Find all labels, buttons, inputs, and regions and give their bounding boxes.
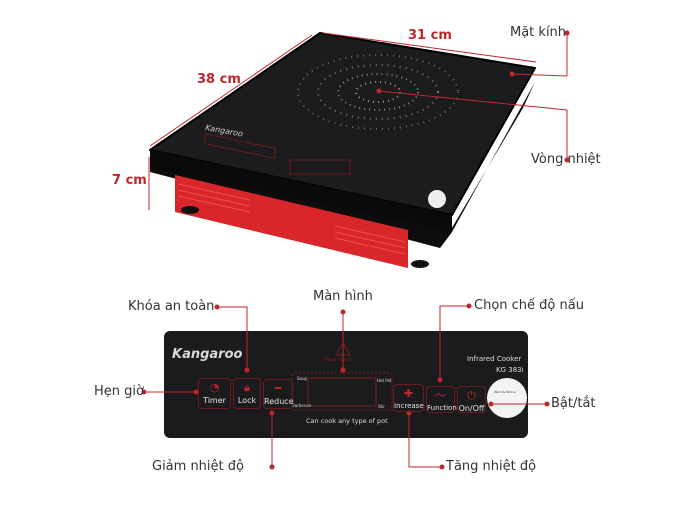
mode-hotpot: Hot Pot <box>377 378 392 383</box>
pot-caption: Can cook any type of pot <box>306 417 388 425</box>
timer-button[interactable]: ◔Timer <box>198 378 231 409</box>
reduce-button[interactable]: ━Reduce <box>263 379 294 409</box>
cooker-3d: Kangaroo <box>149 32 536 268</box>
onoff-button[interactable]: ⏻On/Off <box>457 386 486 413</box>
brand-logo: Kangaroo <box>172 347 243 362</box>
width-dimension: 31 cm <box>408 28 452 43</box>
callout-increase-temp: Tăng nhiệt độ <box>446 459 537 474</box>
lock-button[interactable]: 🔒︎Lock <box>233 378 261 409</box>
drawer <box>175 175 408 268</box>
callout-display: Màn hình <box>313 289 373 304</box>
model-line1: Infrared Cooker <box>467 355 522 363</box>
plus-icon: ✚ <box>403 387 414 400</box>
sticker-text: Warmly Notice <box>494 390 516 394</box>
callout-safety-lock: Khóa an toàn <box>128 299 215 314</box>
height-dimension: 7 cm <box>112 173 147 188</box>
callout-timer: Hẹn giờ <box>94 384 144 399</box>
heat-warning: Heat Warm <box>325 357 353 363</box>
depth-dimension: 38 cm <box>197 72 241 87</box>
lock-icon: 🔒︎ <box>244 381 250 394</box>
function-button[interactable]: 〜Function <box>426 386 457 413</box>
callout-power: Bật/tắt <box>551 396 596 411</box>
panel-callout-lines <box>141 303 550 470</box>
warning-sticker <box>487 378 527 418</box>
callout-glass: Mặt kính <box>510 25 567 40</box>
mode-stir: Stir <box>378 404 385 409</box>
minus-icon: ━ <box>274 382 282 395</box>
callout-heating-ring: Vòng nhiệt <box>531 152 601 167</box>
dimension-lines <box>148 30 570 210</box>
heating-ring <box>297 54 459 130</box>
increase-button[interactable]: ✚Increase <box>393 384 424 412</box>
power-icon: ⏻ <box>467 389 476 402</box>
mode-barbecue: Barbecue <box>292 403 312 408</box>
model-line2: KG 383i <box>496 366 524 374</box>
callout-mode-select: Chọn chế độ nấu <box>474 298 584 313</box>
clock-icon: ◔ <box>209 381 220 394</box>
function-icon: 〜 <box>435 389 446 402</box>
mode-soup: Soup <box>297 376 308 381</box>
callout-decrease-temp: Giảm nhiệt độ <box>152 459 244 474</box>
control-panel <box>164 331 528 438</box>
